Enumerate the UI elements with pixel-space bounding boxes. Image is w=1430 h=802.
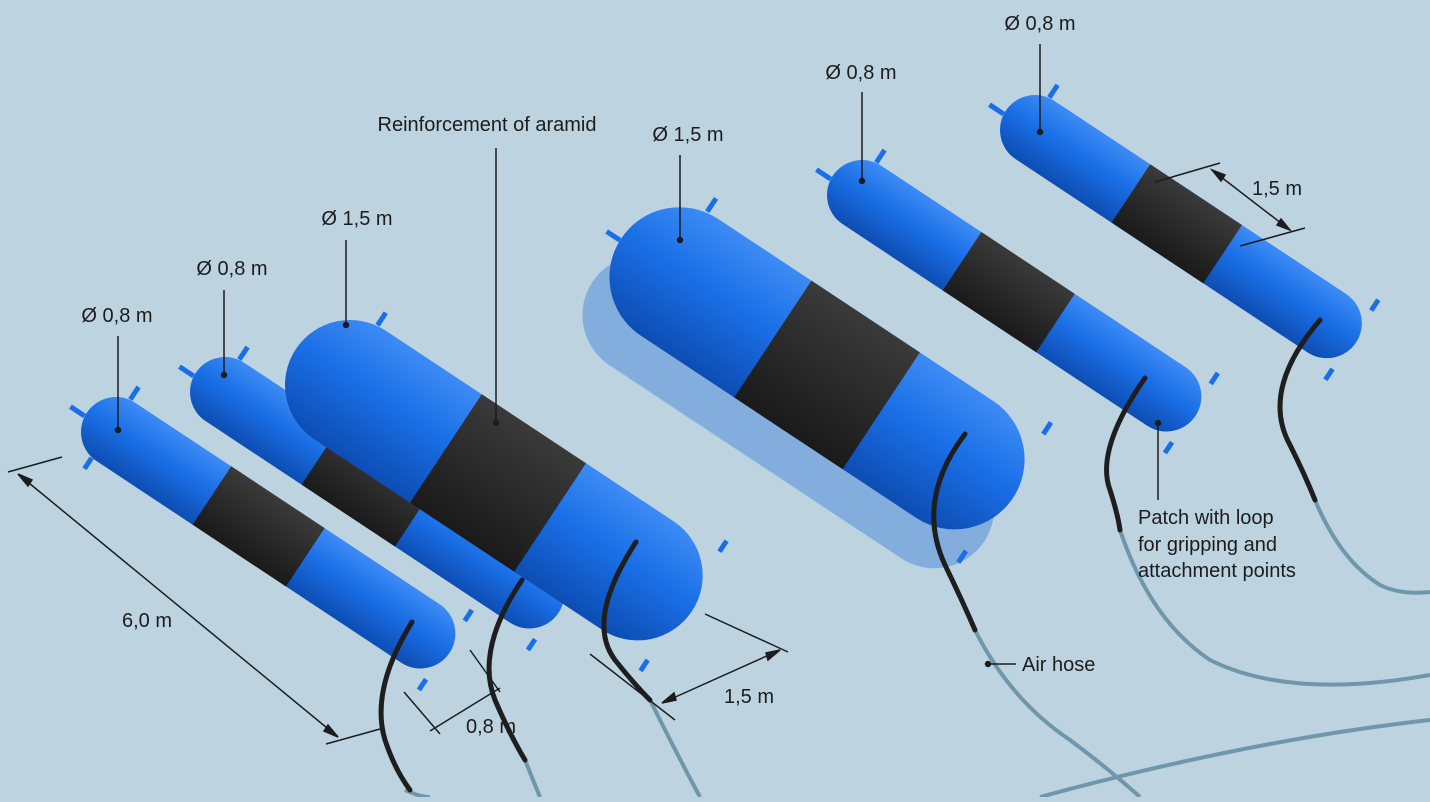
loop-tab xyxy=(1323,367,1335,382)
label-patch-line2: for gripping and xyxy=(1138,534,1277,556)
aramid-band xyxy=(734,280,920,470)
diagram-labels: Ø 0,8 m Ø 0,8 m Ø 1,5 m Reinforcement of… xyxy=(81,13,1302,738)
hose-dark-5 xyxy=(1104,375,1148,533)
label-diameter-small-2: Ø 0,8 m xyxy=(196,258,267,280)
hose-ground-2 xyxy=(523,759,542,798)
loop-tab xyxy=(956,549,969,564)
loop-tab xyxy=(1369,298,1381,312)
loop-tab xyxy=(638,658,650,673)
tube-large-1 xyxy=(285,311,729,673)
hose-dark-3 xyxy=(601,539,653,703)
hose-ground-6 xyxy=(1118,529,1430,687)
loop-tab xyxy=(375,311,388,327)
aramid-band xyxy=(301,426,434,547)
tube-small-1 xyxy=(69,385,474,692)
loop-tab xyxy=(815,167,832,182)
loop-tab xyxy=(1208,371,1220,386)
hose-dark-4 xyxy=(931,431,978,633)
label-reinforcement: Reinforcement of aramid xyxy=(378,114,597,136)
loop-tab xyxy=(874,148,887,164)
leader-lines xyxy=(114,44,1162,668)
air-hoses-ground xyxy=(404,499,1430,799)
label-diameter-large-2: Ø 1,5 m xyxy=(652,124,723,146)
label-diameter-small-4: Ø 0,8 m xyxy=(1004,13,1075,35)
label-patch-line3: attachment points xyxy=(1138,560,1296,582)
loop-tab xyxy=(717,539,729,553)
label-width-small: 0,8 m xyxy=(466,716,516,738)
loop-tab xyxy=(69,404,86,419)
hose-ground-3 xyxy=(648,699,702,798)
tube-small-4 xyxy=(988,83,1381,382)
aramid-band xyxy=(942,232,1075,353)
label-diameter-small-1: Ø 0,8 m xyxy=(81,305,152,327)
label-length: 6,0 m xyxy=(122,610,172,632)
loop-tab xyxy=(1041,421,1054,436)
hose-dark-1 xyxy=(378,619,415,793)
hose-dark-2 xyxy=(486,577,528,763)
hose-ground-5 xyxy=(1039,718,1430,799)
hose-ground-7 xyxy=(1313,499,1430,595)
loop-tab xyxy=(705,196,719,214)
loop-tab xyxy=(416,677,429,692)
loop-tab xyxy=(988,102,1005,117)
tube-large-2 xyxy=(582,196,1054,569)
label-air-hose: Air hose xyxy=(1022,654,1095,676)
aramid-band xyxy=(192,466,325,587)
loop-tab xyxy=(178,364,195,379)
loop-tab xyxy=(525,637,538,652)
loop-tab xyxy=(1047,83,1060,99)
label-band-width: 1,5 m xyxy=(1252,178,1302,200)
loop-tab xyxy=(462,608,474,623)
loop-tab xyxy=(128,385,141,401)
label-patch-line1: Patch with loop xyxy=(1138,507,1274,529)
aramid-band xyxy=(410,394,587,572)
loop-tab xyxy=(82,456,94,471)
label-width-large: 1,5 m xyxy=(724,686,774,708)
air-hoses-dark xyxy=(378,317,1323,793)
dimension-lines xyxy=(7,162,1306,745)
label-diameter-small-3: Ø 0,8 m xyxy=(825,62,896,84)
loop-tab xyxy=(605,229,622,243)
tube-small-3 xyxy=(815,148,1220,455)
label-diameter-large-1: Ø 1,5 m xyxy=(321,208,392,230)
loop-tab xyxy=(1162,440,1175,455)
loop-tab xyxy=(237,345,250,361)
hose-dark-6 xyxy=(1277,317,1323,503)
aramid-band xyxy=(1111,164,1242,284)
